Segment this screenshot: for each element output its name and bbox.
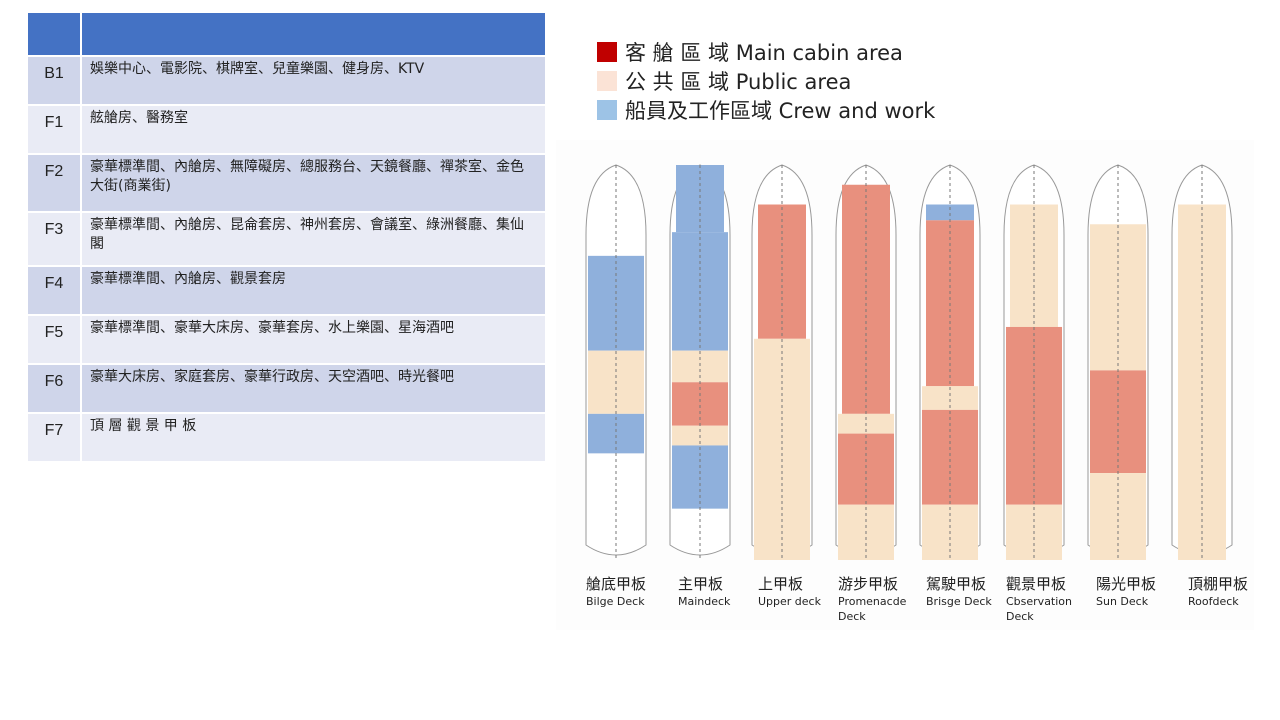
deck-name-zh: 艙底甲板 — [586, 575, 647, 593]
crew-zone — [676, 165, 724, 233]
deck-name-zh: 上甲板 — [758, 575, 804, 593]
deck-plan — [669, 164, 731, 560]
deck-plan — [1003, 164, 1065, 560]
facilities-cell: 頂 層 觀 景 甲 板 — [80, 412, 547, 463]
deck-label: 主甲板 Maindeck — [678, 573, 744, 609]
floor-cell: F2 — [26, 153, 82, 213]
floor-cell: F5 — [26, 314, 82, 365]
floor-cell: B1 — [26, 55, 82, 106]
legend-item-crew: 船員及工作區域 Crew and work — [597, 95, 935, 124]
deck-label: 頂棚甲板 Roofdeck — [1188, 573, 1254, 609]
floor-cell: F1 — [26, 104, 82, 155]
header-cell-floor — [26, 11, 82, 57]
facilities-cell: 豪華標準間、內艙房、昆侖套房、神州套房、會議室、綠洲餐廳、集仙閣 — [80, 211, 547, 267]
deck-label: 上甲板 Upper deck — [758, 573, 824, 609]
deck-name-en: Roofdeck — [1188, 595, 1239, 608]
deck-name-zh: 陽光甲板 — [1096, 575, 1157, 593]
deck-label: 游步甲板 Promenacde Deck — [838, 573, 908, 624]
floor-cell: F6 — [26, 363, 82, 414]
legend: 客 艙 區 域 Main cabin area 公 共 區 域 Public a… — [597, 37, 935, 124]
legend-label: 船員及工作區域 Crew and work — [625, 98, 936, 123]
deck-name-en: Brisge Deck — [926, 595, 992, 608]
facilities-cell: 舷艙房、醫務室 — [80, 104, 547, 155]
floor-cell: F4 — [26, 265, 82, 316]
facilities-cell: 豪華標準間、豪華大床房、豪華套房、水上樂園、星海酒吧 — [80, 314, 547, 365]
facilities-cell: 豪華標準間、內艙房、無障礙房、總服務台、天鏡餐廳、禪茶室、金色大街(商業街) — [80, 153, 547, 213]
swatch-cabin — [597, 41, 617, 62]
facilities-cell: 娛樂中心、電影院、棋牌室、兒童樂園、健身房、KTV — [80, 55, 547, 106]
facilities-cell: 豪華大床房、家庭套房、豪華行政房、天空酒吧、時光餐吧 — [80, 363, 547, 414]
deck-name-zh: 游步甲板 — [838, 575, 899, 593]
public-zone — [1010, 204, 1058, 327]
cabin-zone — [1006, 326, 1062, 505]
crew-zone — [926, 204, 974, 221]
legend-label: 客 艙 區 域 Main cabin area — [625, 40, 903, 65]
crew-zone — [588, 413, 644, 454]
deck-name-zh: 觀景甲板 — [1006, 575, 1067, 593]
table-header-row — [26, 11, 547, 57]
deck-label: 陽光甲板 Sun Deck — [1096, 573, 1162, 609]
swatch-crew — [597, 99, 617, 120]
deck-plan — [585, 164, 647, 560]
deck-name-en: Maindeck — [678, 595, 731, 608]
deck-name-en: Cbservation Deck — [1006, 595, 1073, 623]
deck-plan — [1171, 164, 1233, 560]
deck-name-en: Bilge Deck — [586, 595, 645, 608]
deck-name-en: Sun Deck — [1096, 595, 1149, 608]
cabin-zone — [758, 204, 806, 339]
deck-label: 駕駛甲板 Brisge Deck — [926, 573, 992, 609]
facilities-cell: 豪華標準間、內艙房、觀景套房 — [80, 265, 547, 316]
deck-plan — [835, 164, 897, 560]
deck-plans-image: 艙底甲板 Bilge Deck 主甲板 Maindeck 上甲板 Upper deck 游步… — [556, 140, 1254, 630]
deck-plan — [751, 164, 813, 560]
swatch-public — [597, 70, 617, 91]
deck-label: 觀景甲板 Cbservation Deck — [1006, 573, 1076, 624]
legend-label: 公 共 區 域 Public area — [625, 69, 852, 94]
deck-name-zh: 駕駛甲板 — [926, 575, 987, 593]
deck-name-en: Promenacde Deck — [838, 595, 907, 623]
public-zone — [922, 386, 978, 410]
cabin-zone — [838, 433, 894, 505]
deck-plan — [1087, 164, 1149, 560]
floor-cell: F7 — [26, 412, 82, 463]
floor-cell: F3 — [26, 211, 82, 267]
cabin-zone — [1090, 370, 1146, 474]
deck-plans-drawing — [585, 164, 1233, 560]
legend-item-cabin: 客 艙 區 域 Main cabin area — [597, 37, 935, 66]
deck-name-zh: 頂棚甲板 — [1188, 575, 1249, 593]
deck-label: 艙底甲板 Bilge Deck — [586, 573, 652, 609]
header-cell-facilities — [80, 11, 547, 57]
legend-item-public: 公 共 區 域 Public area — [597, 66, 935, 95]
deck-name-zh: 主甲板 — [678, 575, 724, 593]
deck-name-en: Upper deck — [758, 595, 821, 608]
deck-plan — [919, 164, 981, 560]
public-zone — [1090, 473, 1146, 560]
